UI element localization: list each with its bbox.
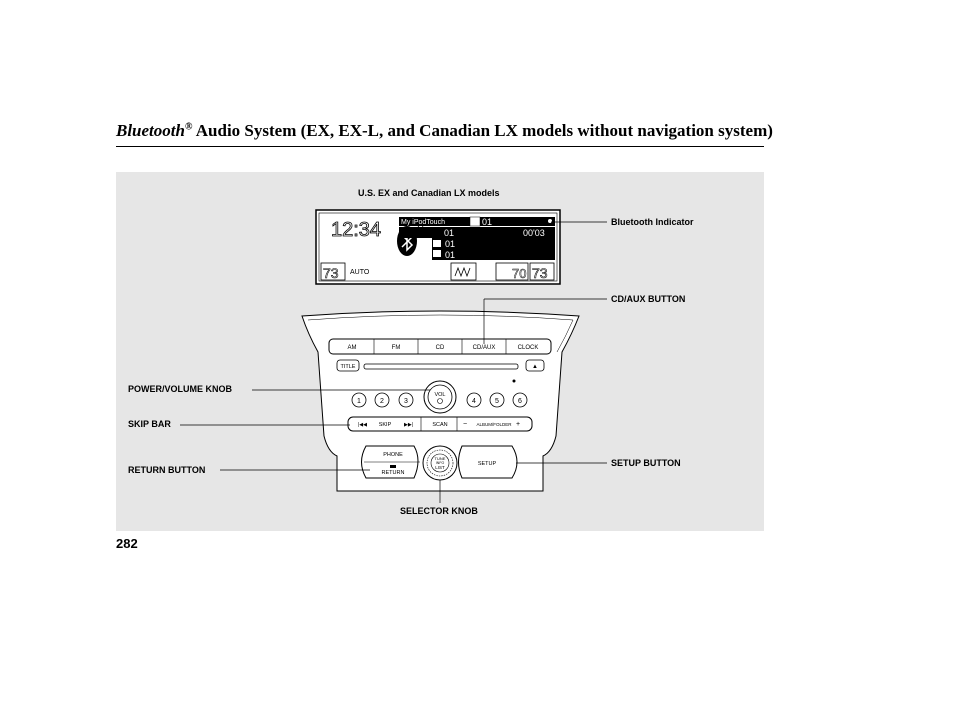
setup-button: SETUP (478, 461, 497, 467)
preset-3: 3 (404, 398, 408, 405)
auto-label: AUTO (350, 269, 370, 276)
return-button: RETURN (382, 470, 405, 476)
music-note-icon (469, 216, 481, 227)
left-temp: 73 (323, 265, 339, 281)
skip-label: SKIP (379, 422, 392, 428)
fm-button: FM (392, 345, 401, 351)
tune-label: TUNE (435, 456, 446, 461)
scan-button: SCAN (432, 422, 447, 428)
vol-knob: VOL (434, 392, 445, 398)
fan-mode-icon (450, 262, 477, 281)
right-temp-left: 70 (512, 266, 526, 281)
registered-mark: ® (184, 121, 193, 133)
list-label: LIST (435, 465, 445, 470)
callout-cd-aux-button: CD/AUX BUTTON (611, 294, 686, 304)
folder-icon (433, 240, 441, 247)
title-text: Audio System (EX, EX-L, and Canadian LX … (192, 121, 773, 140)
right-temp: 73 (532, 265, 548, 281)
title-rule (116, 146, 764, 147)
cd-slot (363, 363, 519, 370)
clock-button: CLOCK (518, 345, 539, 351)
display-line3: 01 (445, 250, 455, 260)
page-number: 282 (116, 536, 138, 551)
album-folder-label: ALBUM/FOLDER (476, 422, 512, 427)
am-button: AM (348, 345, 357, 351)
callout-selector-knob: SELECTOR KNOB (400, 506, 478, 516)
callout-setup-button: SETUP BUTTON (611, 458, 681, 468)
figure-caption: U.S. EX and Canadian LX models (358, 188, 500, 198)
preset-4: 4 (472, 398, 476, 405)
minus-icon: − (463, 421, 467, 428)
display-line2: 01 (445, 239, 455, 249)
phone-button: PHONE (383, 452, 403, 458)
preset-2: 2 (380, 398, 384, 405)
return-arrow-icon (390, 465, 396, 468)
power-icon (437, 398, 443, 404)
skip-back-icon: |◀◀ (358, 422, 367, 428)
leader-lines (180, 221, 607, 503)
bluetooth-indicator-icon (548, 219, 552, 223)
title-button: TITLE (341, 364, 356, 370)
preset-5: 5 (495, 398, 499, 405)
track-icon (433, 250, 441, 257)
cd-aux-button: CD/AUX (473, 345, 496, 351)
display-clock: 12:34 (331, 219, 381, 241)
display-track-top: 01 (482, 217, 492, 227)
callout-skip-bar: SKIP BAR (128, 419, 171, 429)
info-label: INFO (436, 461, 445, 465)
eject-button: ▲ (532, 364, 538, 370)
plus-icon: + (516, 421, 520, 428)
preset-1: 1 (357, 398, 361, 405)
display-unit: 12:34 My iPodTouch 01 01 00'03 01 01 73 … (315, 209, 561, 285)
head-unit: AM FM CD CD/AUX CLOCK TITLE ▲ 1 2 3 4 5 … (301, 310, 580, 492)
title-brand: Bluetooth (116, 121, 185, 140)
display-line1: 01 (444, 228, 454, 238)
page-title: Bluetooth® Audio System (EX, EX-L, and C… (116, 121, 773, 141)
callout-power-volume-knob: POWER/VOLUME KNOB (128, 384, 233, 394)
preset-6: 6 (518, 398, 522, 405)
display-elapsed: 00'03 (523, 228, 545, 238)
cd-button: CD (436, 345, 445, 351)
skip-forward-icon: ▶▶| (404, 422, 413, 428)
callout-bluetooth-indicator: Bluetooth Indicator (611, 217, 694, 227)
display-track-title: My iPodTouch (401, 219, 445, 226)
callout-return-button: RETURN BUTTON (128, 465, 206, 475)
